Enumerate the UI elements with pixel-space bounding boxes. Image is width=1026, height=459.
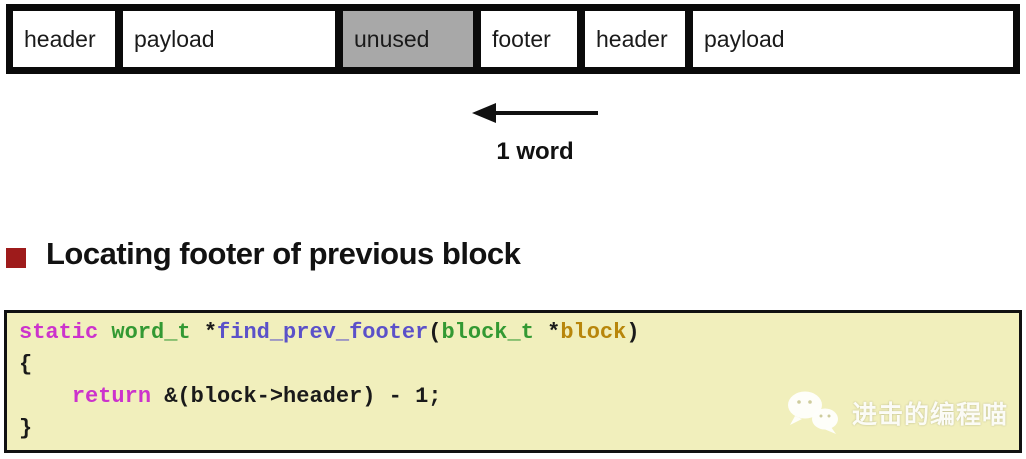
memory-cell-footer: footer [481,11,577,67]
code-line: return &(block->header) - 1; [71,384,442,409]
code-line: static word_t *find_prev_footer(block_t … [19,320,640,345]
memory-cell-header: header [585,11,685,67]
left-arrow-icon [472,103,598,123]
code-block: static word_t *find_prev_footer(block_t … [4,310,1022,453]
memory-cell-header: header [13,11,115,67]
memory-cell-payload: payload [693,11,1013,67]
code-line: } [19,416,33,441]
arrow-label: 1 word [496,138,574,165]
memory-cell-unused: unused [343,11,473,67]
code-line: { [19,352,33,377]
slide-heading: Locating footer of previous block [46,236,521,271]
bullet-square-icon [6,248,26,268]
heading-row: Locating footer of previous block [6,236,521,272]
one-word-arrow [470,101,600,125]
memory-cell-payload: payload [123,11,335,67]
